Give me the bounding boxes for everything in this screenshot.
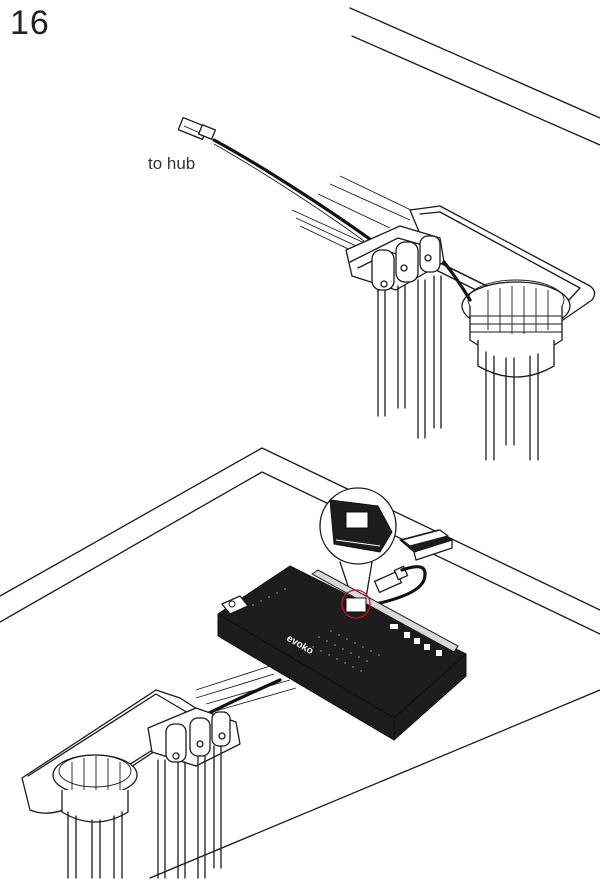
bottom-cable-clamp xyxy=(147,707,241,879)
zoom-callout-icon xyxy=(319,487,397,599)
step-number: 16 xyxy=(10,4,50,42)
vent-grid xyxy=(252,588,380,672)
cable-destination-label: to hub xyxy=(148,154,196,173)
wall-bracket xyxy=(399,529,453,561)
top-table-edge xyxy=(349,7,600,146)
cable-clamp-icon xyxy=(345,225,445,291)
grommet-icon xyxy=(442,260,571,461)
evoko-hub-device: evoko xyxy=(217,565,467,741)
bottom-grommet xyxy=(52,754,138,879)
bottom-table-edge xyxy=(0,447,600,879)
top-desk-legs xyxy=(377,275,442,439)
usb-plug-icon xyxy=(177,116,217,141)
adapter-plug xyxy=(364,565,427,608)
